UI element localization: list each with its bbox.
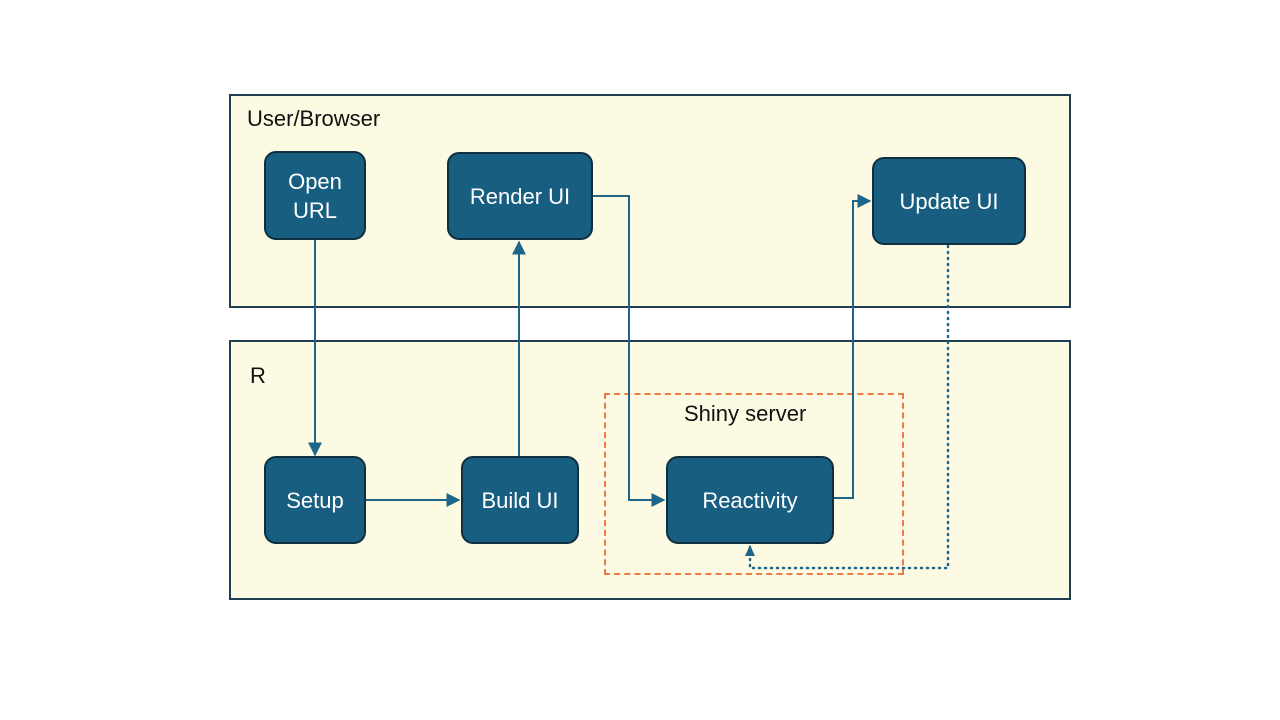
region-r-title: R <box>250 363 266 388</box>
node-reactivity: Reactivity <box>666 456 834 544</box>
node-update-ui: Update UI <box>872 157 1026 245</box>
node-setup: Setup <box>264 456 366 544</box>
region-user-browser-title: User/Browser <box>247 106 381 131</box>
node-open-url-line1: Open <box>288 168 342 194</box>
node-build-ui-label: Build UI <box>481 487 559 513</box>
node-setup-label: Setup <box>286 487 344 513</box>
node-open-url: Open URL <box>264 151 366 240</box>
shiny-server-label: Shiny server <box>684 401 807 426</box>
node-build-ui: Build UI <box>461 456 579 544</box>
node-render-ui-label: Render UI <box>469 183 571 209</box>
node-update-ui-label: Update UI <box>899 188 999 214</box>
node-open-url-line2: URL <box>292 197 337 223</box>
node-reactivity-label: Reactivity <box>702 487 798 513</box>
node-render-ui: Render UI <box>447 152 593 240</box>
